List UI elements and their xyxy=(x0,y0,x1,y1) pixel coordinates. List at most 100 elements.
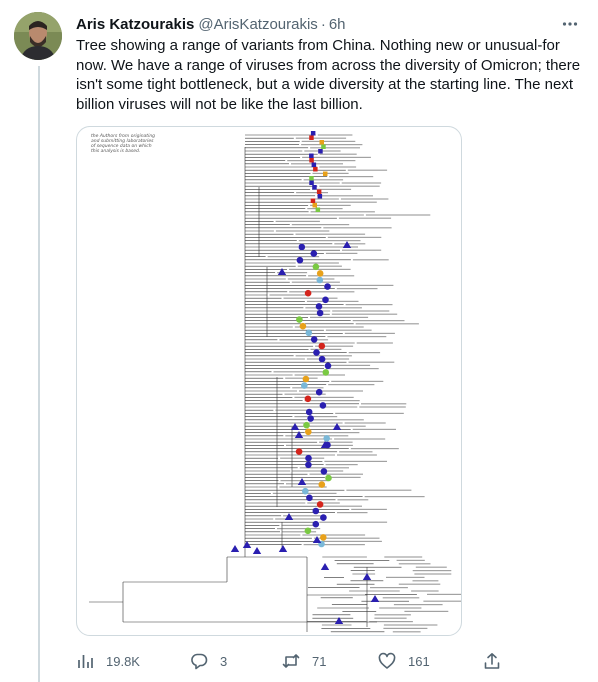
tree-leaf-label xyxy=(382,597,420,599)
tree-triangle-marker xyxy=(332,423,342,430)
tree-leaf-label xyxy=(317,134,353,136)
thread-connector-line xyxy=(38,66,40,682)
tree-leaf-label xyxy=(337,454,377,456)
tree-leaf-label xyxy=(345,304,393,306)
retweet-icon xyxy=(282,654,300,668)
avatar-image xyxy=(14,12,62,60)
tree-circle-marker xyxy=(316,309,324,317)
tree-leaf-label xyxy=(291,163,343,165)
tree-leaf-label xyxy=(326,368,379,370)
like-icon xyxy=(378,652,396,669)
tree-leaf-label xyxy=(305,307,362,309)
tree-leaf-label xyxy=(304,400,360,402)
tree-leaf-label xyxy=(283,515,327,517)
tree-leaf-label xyxy=(269,294,307,296)
avatar[interactable] xyxy=(14,12,62,60)
tree-square-marker xyxy=(323,171,328,176)
tree-leaf-label xyxy=(348,361,395,363)
tweet-timestamp[interactable]: 6h xyxy=(328,15,346,33)
tree-leaf-label xyxy=(279,339,329,341)
tree-leaf-label xyxy=(347,169,388,171)
tree-circle-marker xyxy=(310,336,318,343)
tree-leaf-label xyxy=(277,528,321,530)
tree-leaf-label xyxy=(285,377,318,379)
tree-branch xyxy=(226,556,307,582)
tree-circle-marker xyxy=(310,250,318,257)
reply-button[interactable]: 3 xyxy=(190,650,227,672)
tree-circle-marker xyxy=(303,421,310,429)
tree-circle-marker xyxy=(316,276,324,284)
tree-circle-marker xyxy=(316,501,324,508)
tree-leaf-label xyxy=(398,583,441,585)
tree-triangle-marker xyxy=(334,617,344,624)
tree-leaf-label xyxy=(325,329,372,331)
tree-leaf-label xyxy=(275,409,311,411)
views-icon xyxy=(78,655,93,668)
tree-leaf-label xyxy=(297,265,342,267)
tree-square-marker xyxy=(313,167,318,172)
tree-leaf-label xyxy=(286,444,353,446)
tree-leaf-label xyxy=(292,387,324,389)
tree-leaf-label xyxy=(285,435,349,437)
tree-leaf-label xyxy=(356,342,393,344)
tweet-media-image[interactable]: the Authors from originating and submitt… xyxy=(76,126,462,636)
tree-leaf-label xyxy=(289,268,351,270)
tree-leaf-label xyxy=(427,593,461,595)
like-count: 161 xyxy=(408,653,430,669)
tree-leaf-label xyxy=(392,631,421,633)
views-button[interactable]: 19.8K xyxy=(76,650,140,672)
tree-leaf-label xyxy=(294,326,364,328)
author-name[interactable]: Aris Katzourakis xyxy=(76,15,195,33)
tree-leaf-label xyxy=(324,460,387,462)
author-handle[interactable]: @ArisKatzourakis xyxy=(198,15,318,33)
tree-leaf-label xyxy=(310,147,360,149)
tree-leaf-label xyxy=(369,621,413,623)
retweet-count: 71 xyxy=(312,653,327,669)
tree-square-marker xyxy=(309,176,314,181)
tree-circle-marker xyxy=(318,481,326,488)
tree-leaf-label xyxy=(348,352,381,354)
tree-leaf-label xyxy=(297,262,339,264)
tree-leaf-label xyxy=(350,448,399,450)
tree-leaf-label xyxy=(273,371,323,373)
tree-leaf-label xyxy=(312,172,349,174)
tree-leaf-label xyxy=(374,617,407,619)
tree-triangle-marker xyxy=(290,423,300,430)
tree-triangle-marker xyxy=(320,563,330,570)
tree-leaf-label xyxy=(310,204,351,206)
tree-circle-marker xyxy=(320,534,327,541)
tree-leaf-label xyxy=(307,208,343,210)
share-button[interactable] xyxy=(483,650,501,672)
more-options-button[interactable] xyxy=(560,14,580,34)
tree-circle-marker xyxy=(299,322,307,330)
tree-leaf-label xyxy=(319,153,357,155)
tree-leaf-label xyxy=(326,476,361,478)
tree-circle-marker xyxy=(305,408,313,416)
tree-square-marker xyxy=(316,189,322,194)
tree-triangle-marker xyxy=(370,595,380,602)
tweet-header: Aris Katzourakis @ArisKatzourakis · 6h xyxy=(76,14,584,34)
tree-leaf-label xyxy=(303,544,365,546)
tree-leaf-label xyxy=(307,502,340,504)
tree-circle-marker xyxy=(325,474,332,482)
tree-circle-marker xyxy=(305,329,313,337)
tree-leaf-label xyxy=(302,534,366,536)
tree-leaf-label xyxy=(310,316,369,318)
tree-leaf-label xyxy=(423,600,461,602)
tree-leaf-label xyxy=(292,470,344,472)
phylogenetic-tree-image: the Authors from originating and submitt… xyxy=(89,131,461,633)
retweet-button[interactable]: 71 xyxy=(282,650,326,672)
tree-leaf-label xyxy=(364,496,425,498)
tree-leaf-label xyxy=(312,188,352,190)
tree-leaf-label xyxy=(393,604,443,606)
tree-leaf-label xyxy=(335,412,404,414)
figure-note-line: this analysis is based. xyxy=(91,148,140,154)
like-button[interactable]: 161 xyxy=(378,650,430,672)
tree-circle-marker xyxy=(324,283,331,290)
tree-leaf-label xyxy=(296,192,328,194)
tree-leaf-label xyxy=(384,556,423,558)
tree-leaf-label xyxy=(315,345,354,347)
tree-leaf-label xyxy=(379,607,422,609)
tree-square-marker xyxy=(309,180,314,185)
tree-leaf-label xyxy=(319,166,357,168)
